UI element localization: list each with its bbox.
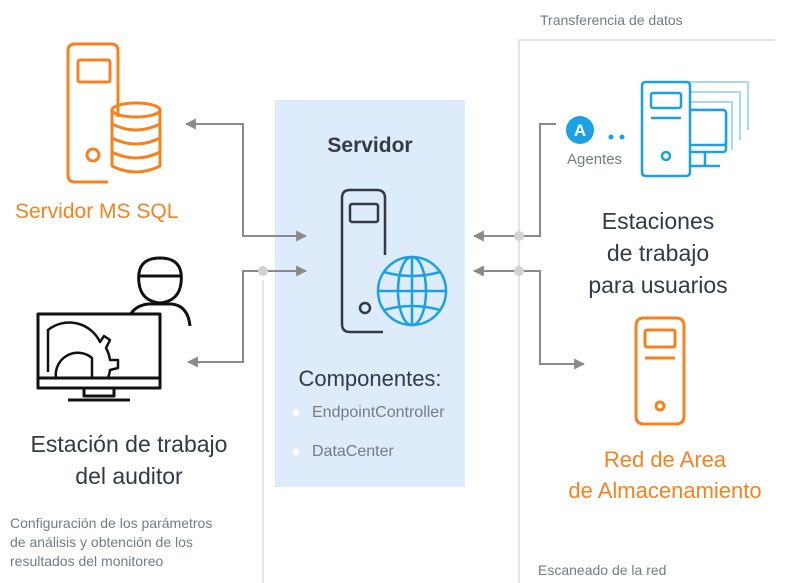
database-server-icon	[66, 42, 162, 184]
data-transfer-label: Transferencia de datos	[540, 12, 683, 28]
agent-icon: A	[566, 116, 625, 144]
workstations-label-line: de trabajo	[606, 240, 710, 266]
connection-arrows	[184, 118, 586, 370]
component-datacenter: DataCenter	[312, 443, 394, 460]
agent-badge-letter: A	[574, 121, 586, 140]
globe-icon	[376, 255, 448, 327]
junction-dot	[514, 231, 524, 241]
server-globe-icon	[340, 188, 387, 334]
san-label-line: de Almacenamiento	[568, 478, 762, 503]
auditor-label-line: Estación de trabajo	[30, 431, 228, 457]
auditor-note-line: Configuración de los parámetros	[10, 515, 213, 531]
workstations-server-arrow	[472, 123, 556, 242]
agent-dot	[608, 134, 614, 140]
sql-server-label: Servidor MS SQL	[15, 200, 179, 223]
san-label-line: Red de Area	[603, 447, 727, 472]
auditor-note-line: resultados del monitoreo	[10, 553, 164, 569]
sql-server-arrow	[184, 118, 308, 242]
auditor-note: Configuración de los parámetros de análi…	[10, 514, 212, 571]
junction-dot	[258, 266, 268, 276]
auditor-icon	[36, 256, 192, 402]
agent-dot	[619, 134, 625, 140]
components-heading: Componentes:	[298, 366, 442, 391]
auditor-note-line: de análisis y obtención de los	[10, 534, 193, 550]
workstations-icon	[640, 80, 749, 178]
component-bullet	[292, 448, 300, 456]
workstations-label-line: Estaciones	[601, 208, 715, 234]
auditor-label-line: del auditor	[75, 463, 183, 489]
storage-server-icon	[634, 316, 686, 426]
agent-badge-circle	[566, 116, 594, 144]
auditor-server-arrow	[186, 265, 308, 368]
component-bullet	[292, 409, 300, 417]
network-scan-label: Escaneado de la red	[538, 562, 667, 578]
san-label: Red de Area de Almacenamiento	[555, 444, 775, 506]
component-endpointcontroller: EndpointController	[312, 404, 445, 421]
junction-dot	[514, 266, 524, 276]
server-san-arrow	[472, 265, 586, 370]
server-title: Servidor	[327, 134, 413, 157]
junction-dots	[258, 231, 524, 276]
workstations-label-line: para usuarios	[588, 272, 728, 298]
workstations-label: Estaciones de trabajo para usuarios	[568, 205, 748, 301]
agents-label: Agentes	[567, 151, 623, 168]
auditor-label: Estación de trabajo del auditor	[4, 428, 254, 492]
